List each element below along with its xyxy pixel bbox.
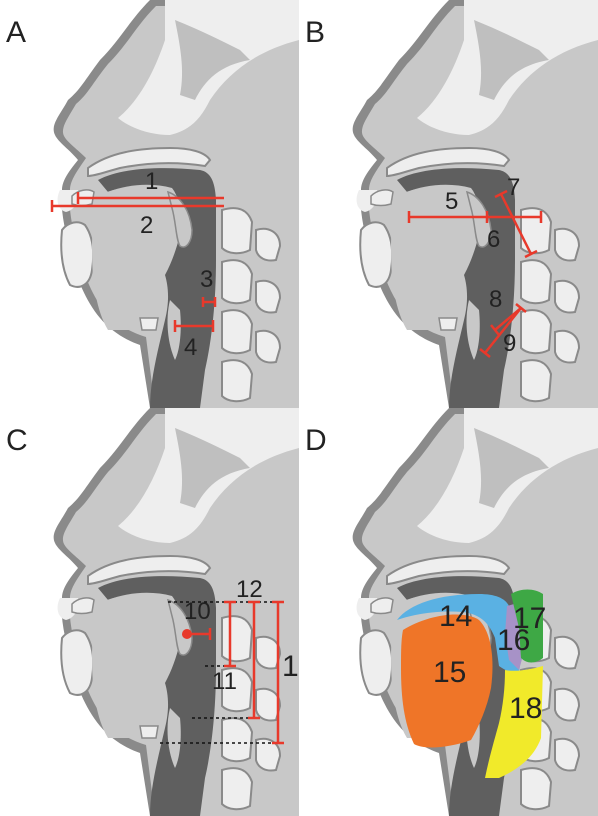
label-15: 15: [433, 658, 466, 688]
panel-letter: D: [305, 426, 327, 456]
measure-point-10: [182, 629, 192, 639]
label-9: 9: [503, 332, 516, 356]
panel-a: A 1 2 3 4: [0, 0, 299, 408]
label-4: 4: [184, 336, 197, 360]
panel-letter: B: [305, 18, 325, 48]
label-13: 13: [282, 652, 299, 682]
label-2: 2: [140, 214, 153, 238]
label-1: 1: [145, 170, 158, 194]
label-11: 11: [212, 670, 237, 694]
panel-d: D 14 15 16 17 18: [299, 408, 598, 816]
panel-c: C 10 11 12 13: [0, 408, 299, 816]
label-10: 10: [184, 600, 211, 624]
label-3: 3: [200, 268, 213, 292]
label-6: 6: [487, 228, 500, 252]
head-sagittal-diagram-a: [0, 0, 299, 408]
head-sagittal-diagram-c: [0, 408, 299, 816]
panel-letter: A: [6, 18, 26, 48]
panel-b: B 5 6 7 8 9: [299, 0, 598, 408]
label-18: 18: [509, 694, 542, 724]
label-5: 5: [445, 190, 458, 214]
label-14: 14: [439, 602, 472, 632]
label-8: 8: [489, 288, 502, 312]
label-7: 7: [507, 176, 520, 200]
panel-letter: C: [6, 426, 28, 456]
label-12: 12: [236, 578, 263, 602]
label-17: 17: [513, 604, 546, 634]
